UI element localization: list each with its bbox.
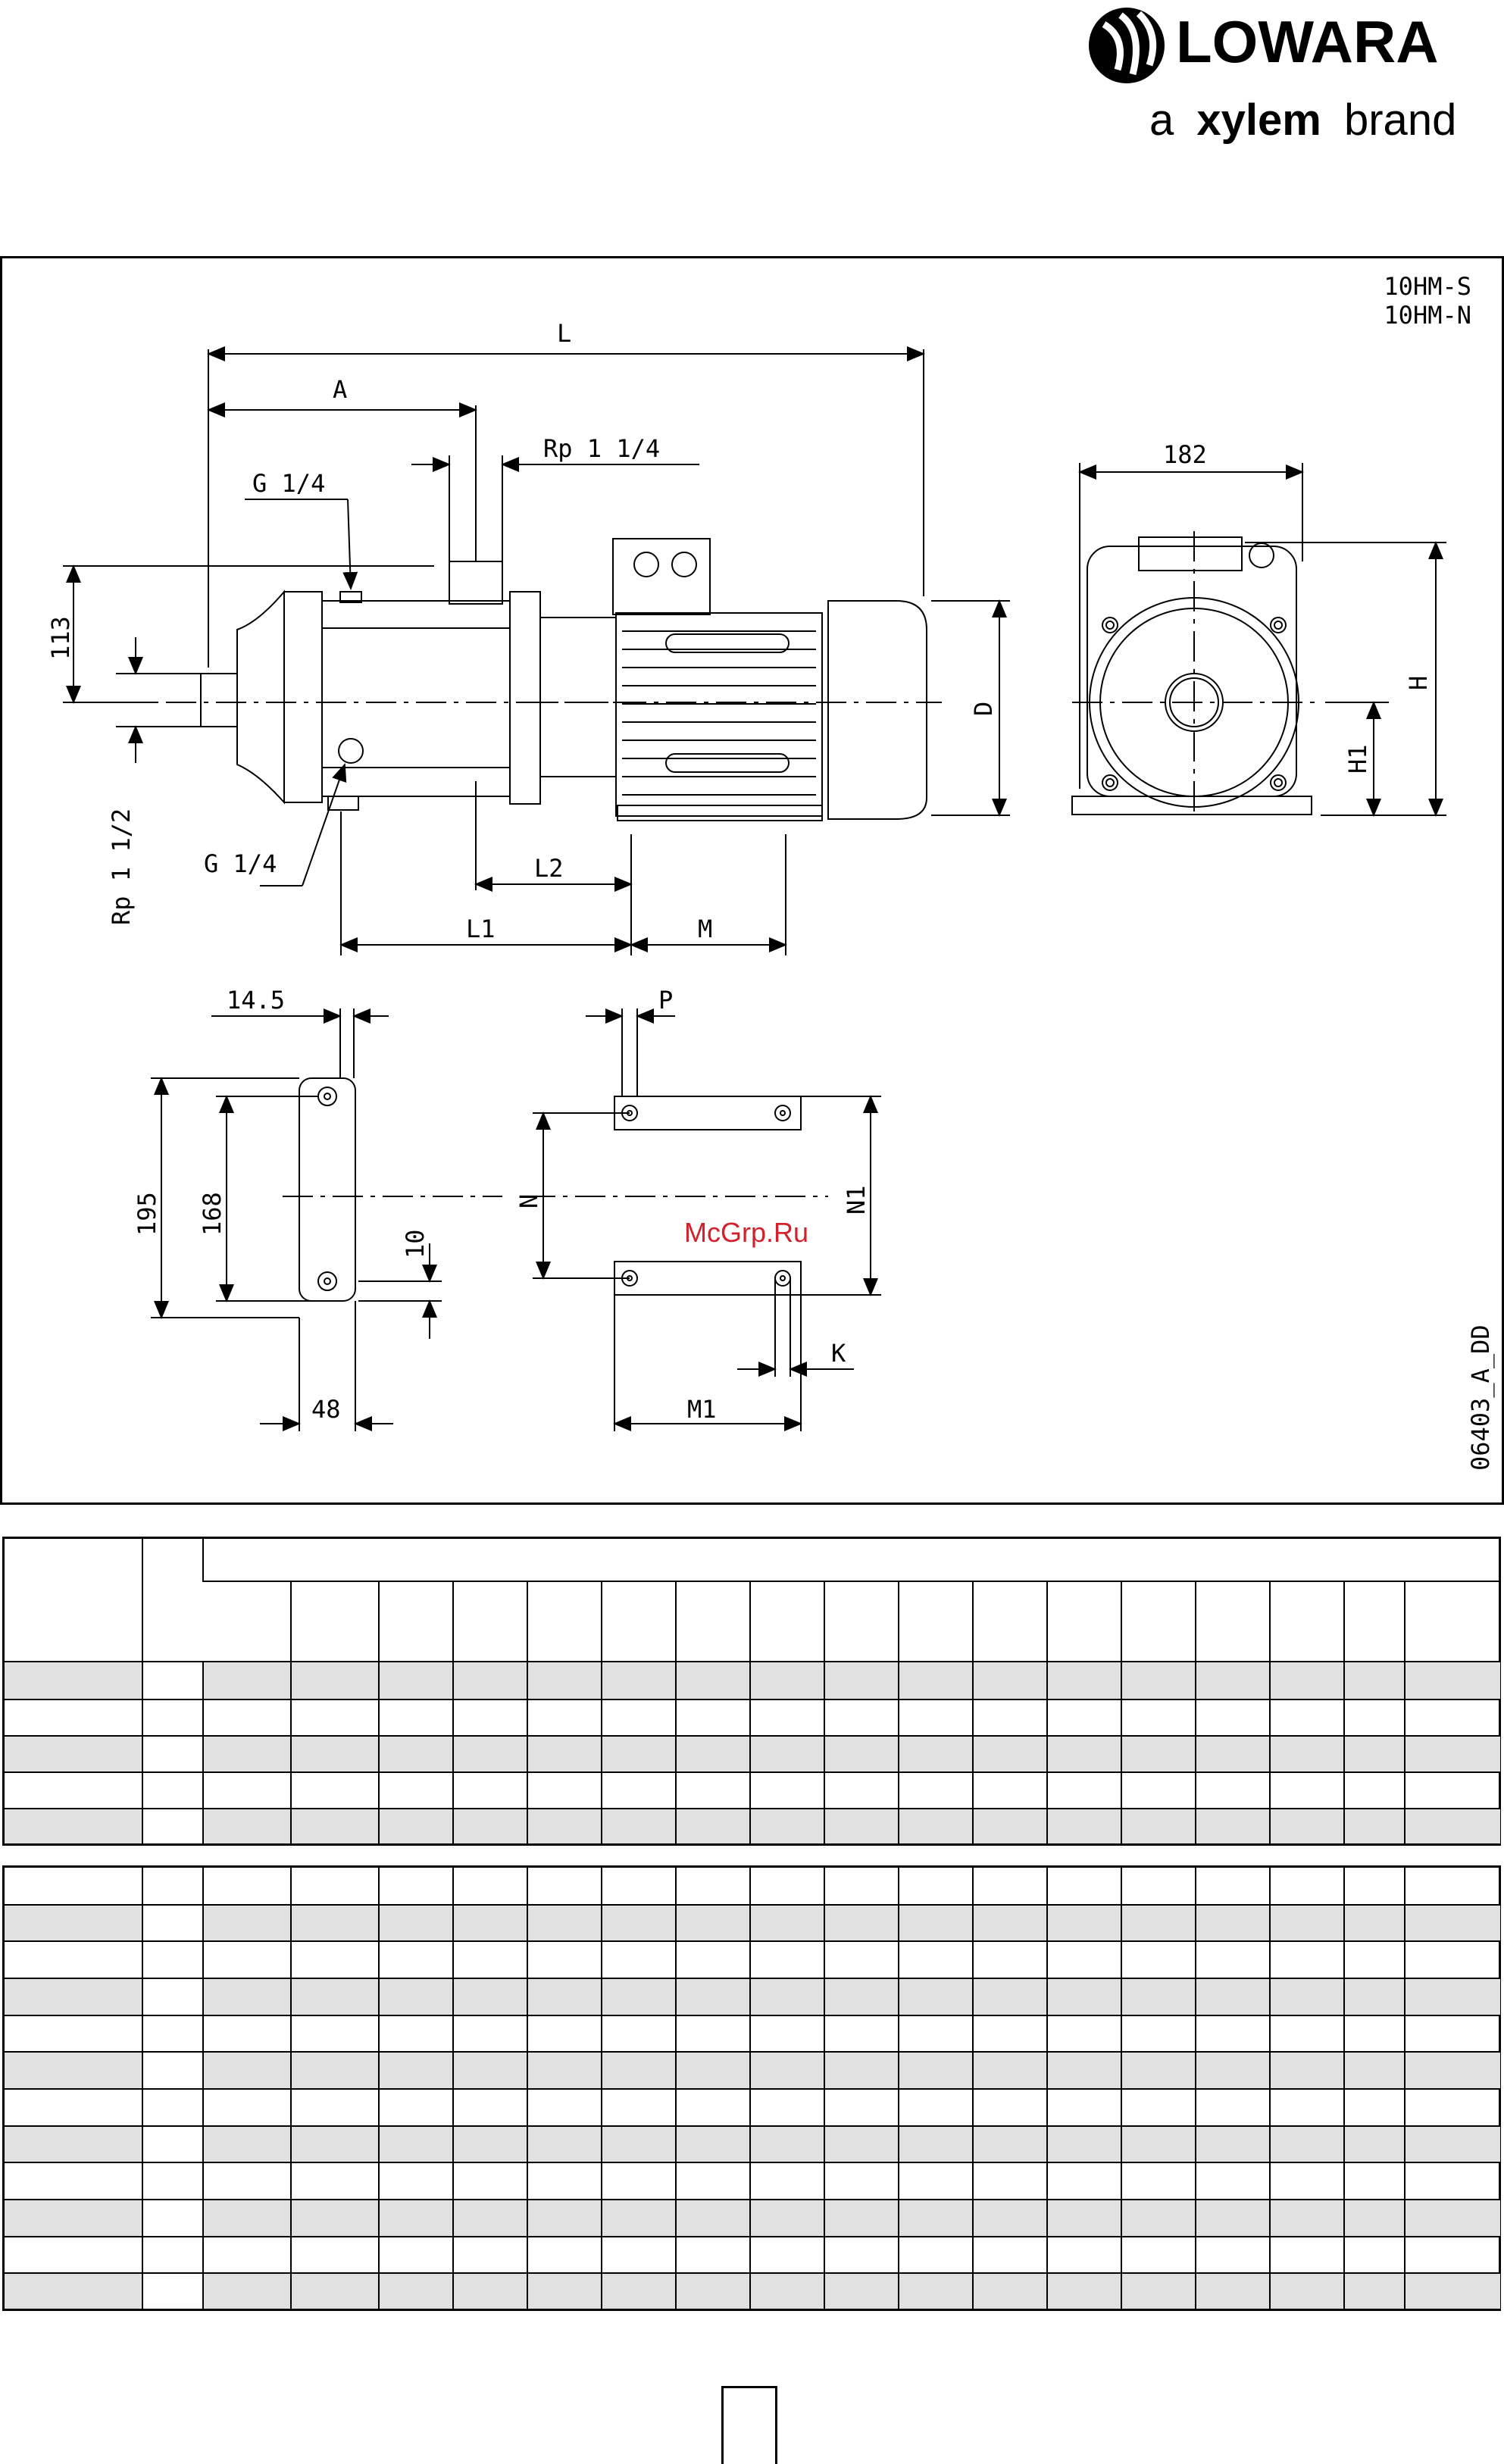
table-row [5, 1808, 1501, 1843]
outlet-nozzle [449, 561, 503, 605]
table-row [5, 1735, 1501, 1772]
table-row [5, 1940, 1500, 1978]
dimensions-table-lower [2, 1865, 1501, 2311]
technical-drawing-frame: 10HM-S 10HM-N [0, 256, 1504, 1505]
label-168: 168 [198, 1192, 227, 1236]
motor-body [615, 612, 823, 817]
table-row [5, 1977, 1500, 2015]
fan-cover [827, 600, 927, 820]
table-row [5, 1661, 1501, 1699]
table-row [5, 2014, 1500, 2053]
label-182: 182 [1163, 440, 1207, 469]
model-code-2: 10HM-N [1384, 301, 1471, 330]
table-row [5, 2235, 1500, 2274]
dimensions-table-upper [2, 1537, 1501, 1846]
table-row [5, 2087, 1500, 2126]
page-number-box [721, 2386, 777, 2464]
table-row [5, 1903, 1500, 1942]
label-A: A [333, 375, 347, 404]
model-code-1: 10HM-S [1384, 272, 1471, 301]
label-M: M [698, 915, 712, 943]
svg-text:a xylem brand: a xylem brand [1149, 95, 1456, 145]
label-10: 10 [401, 1229, 430, 1259]
table-row [5, 2051, 1500, 2089]
label-D: D [969, 702, 998, 716]
label-H1: H1 [1343, 744, 1372, 774]
label-K: K [831, 1339, 846, 1368]
table-row [5, 2272, 1500, 2309]
brand-logo: LOWARA a xylem brand [1081, 0, 1475, 152]
label-14-5: 14.5 [227, 986, 285, 1015]
lowara-logo-mark: LOWARA a xylem brand [1089, 8, 1456, 145]
base-foot-top [614, 1096, 802, 1130]
table-row [5, 1868, 1500, 1905]
label-195: 195 [133, 1192, 161, 1236]
model-codes: 10HM-S 10HM-N [1384, 272, 1471, 330]
base-plate-side [299, 1077, 356, 1302]
inlet-nozzle [200, 673, 238, 727]
label-g14-bottom: G 1/4 [204, 849, 277, 878]
watermark: McGrp.Ru [684, 1217, 808, 1248]
label-113: 113 [46, 616, 75, 660]
brand-name: LOWARA [1176, 8, 1439, 75]
label-H: H [1404, 676, 1433, 690]
pump-dimension-drawing: L A Rp 1 1/4 G 1/4 G 1/4 113 Rp 1 1/2 D … [46, 319, 1495, 1471]
label-L: L [557, 319, 571, 348]
label-g14-top: G 1/4 [252, 469, 325, 498]
label-48: 48 [311, 1395, 341, 1424]
tagline-xylem: xylem [1196, 95, 1321, 145]
label-inlet: Rp 1 1/2 [107, 808, 136, 925]
pump-head [236, 589, 285, 805]
label-outlet: Rp 1 1/4 [543, 434, 660, 463]
label-N1: N1 [842, 1185, 871, 1215]
label-N: N [514, 1194, 543, 1209]
table-row [5, 1771, 1501, 1809]
drawing-code: 06403_A_DD [1466, 1324, 1495, 1471]
table-row [5, 2198, 1500, 2237]
label-P: P [658, 986, 673, 1015]
table-row [5, 1699, 1501, 1736]
terminal-box [612, 538, 711, 615]
table-header-row [5, 1539, 1501, 1662]
label-L1: L1 [466, 915, 496, 943]
label-L2: L2 [534, 854, 564, 883]
base-foot-bottom [614, 1261, 802, 1296]
motor-fins [622, 630, 816, 796]
tagline-suffix: brand [1344, 95, 1456, 145]
table-header-row [5, 1581, 1501, 1662]
tagline-prefix: a [1149, 95, 1174, 145]
table-row [5, 2125, 1500, 2163]
table-row [5, 2162, 1500, 2200]
label-M1: M1 [687, 1395, 717, 1424]
